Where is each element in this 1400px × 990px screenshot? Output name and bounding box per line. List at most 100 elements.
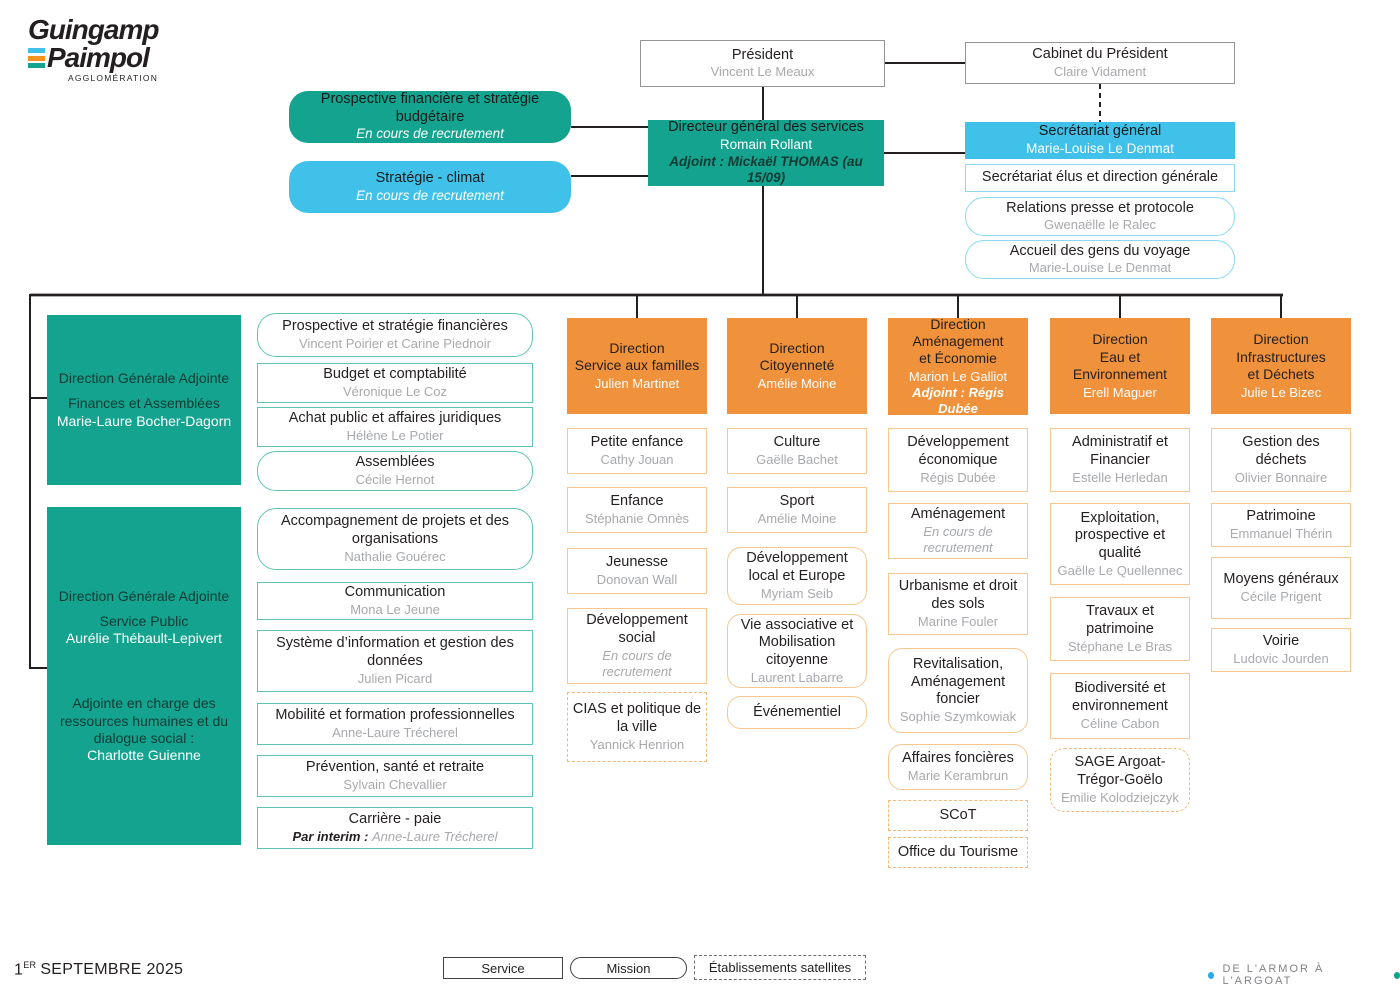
box-subtitle: Service Public xyxy=(99,613,189,630)
logo-bars-icon xyxy=(28,48,45,68)
org-box: Patrimoine Emmanuel Thérin xyxy=(1211,503,1351,547)
legend-satellites: Établissements satellites xyxy=(694,955,866,980)
org-box: Urbanisme et droit des sols Marine Foule… xyxy=(888,573,1028,635)
box-name: Marie-Louise Le Denmat xyxy=(1026,141,1174,157)
org-box: Moyens généraux Cécile Prigent xyxy=(1211,557,1351,619)
box-name: Aurélie Thébault-Lepivert xyxy=(65,630,223,647)
gens-du-voyage-box: Accueil des gens du voyage Marie-Louise … xyxy=(965,240,1235,279)
cabinet-box: Cabinet du Président Claire Vidament xyxy=(965,42,1235,84)
org-box: Voirie Ludovic Jourden xyxy=(1211,628,1351,672)
box-title: Stratégie - climat xyxy=(375,169,485,186)
president-box: Président Vincent Le Meaux xyxy=(640,40,885,87)
dga-service-public-box: Direction Générale Adjointe Service Publ… xyxy=(47,507,241,845)
satellite-box: SCoT xyxy=(888,800,1028,831)
org-box: Carrière - paie Par interim : Anne-Laure… xyxy=(257,807,533,849)
org-box: Développement économique Régis Dubée xyxy=(888,428,1028,492)
box-name: Nathalie Gouérec xyxy=(344,548,446,564)
box-subtitle: Finances et Assemblées xyxy=(68,395,220,412)
box-extra: Adjointe en charge des ressources humain… xyxy=(59,695,229,746)
box-title: Carrière - paie xyxy=(348,811,442,828)
org-box: Développement local et Europe Myriam Sei… xyxy=(727,547,867,605)
box-title: Secrétariat élus et direction générale xyxy=(981,169,1219,186)
box-title: Budget et comptabilité xyxy=(323,366,467,383)
box-name: Hélène Le Potier xyxy=(346,427,444,443)
box-title: Direction Générale Adjointe xyxy=(58,588,230,605)
org-box: Culture Gaëlle Bachet xyxy=(727,428,867,474)
org-box: Biodiversité et environnement Céline Cab… xyxy=(1050,673,1190,739)
org-box: Petite enfance Cathy Jouan xyxy=(567,428,707,474)
box-adjoint: Adjoint : Mickaël THOMAS (au 15/09) xyxy=(669,153,863,186)
secretariat-elus-box: Secrétariat élus et direction générale xyxy=(965,164,1235,192)
org-box: Gestion des déchets Olivier Bonnaire xyxy=(1211,428,1351,492)
mission-strategie-climat: Stratégie - climat En cours de recruteme… xyxy=(289,161,571,213)
box-name: Cécile Hernot xyxy=(355,471,435,487)
box-name: Vincent Poirier et Carine Piednoir xyxy=(299,335,491,351)
box-title: Mobilité et formation professionnelles xyxy=(275,707,515,724)
mission-prospective-financiere: Prospective financière et stratégie budg… xyxy=(289,91,571,143)
dot-blue-icon xyxy=(1208,971,1215,979)
box-name: Anne-Laure Trécherel xyxy=(332,724,458,740)
box-name: Marie-Louise Le Denmat xyxy=(1028,260,1172,276)
box-title: Direction Générale Adjointe xyxy=(58,370,230,387)
org-box: Sport Amélie Moine xyxy=(727,487,867,533)
logo-word-paimpol: Paimpol xyxy=(47,42,150,73)
box-title: Prospective et stratégie financières xyxy=(282,318,508,335)
org-box: Achat public et affaires juridiques Hélè… xyxy=(257,407,533,447)
legend-mission: Mission xyxy=(570,957,687,979)
org-box: Assemblées Cécile Hernot xyxy=(257,451,533,491)
box-title: Président xyxy=(731,46,794,63)
org-box: Vie associative et Mobilisation citoyenn… xyxy=(727,614,867,688)
direction-citoyennete-header: Direction Citoyenneté Amélie Moine xyxy=(727,318,867,414)
tagline: DE L'ARMOR À L'ARGOAT xyxy=(1208,963,1400,987)
box-title: Assemblées xyxy=(355,454,435,471)
box-title: Accueil des gens du voyage xyxy=(1009,242,1191,259)
org-box: Prévention, santé et retraite Sylvain Ch… xyxy=(257,755,533,797)
logo-word-guingamp: Guingamp xyxy=(28,14,159,45)
box-title: Achat public et affaires juridiques xyxy=(288,410,502,427)
secretariat-general-box: Secrétariat général Marie-Louise Le Denm… xyxy=(965,122,1235,159)
org-box: Travaux et patrimoine Stéphane Le Bras xyxy=(1050,597,1190,661)
box-name: Marie-Laure Bocher-Dagorn xyxy=(56,412,232,429)
org-box: Accompagnement de projets et des organis… xyxy=(257,508,533,570)
direction-amenagement-header: Direction Aménagement et Économie Marion… xyxy=(888,316,1028,416)
logo-subtitle: AGGLOMÉRATION xyxy=(68,73,159,83)
satellite-box: SAGE Argoat-Trégor-Goëlo Emilie Kolodzie… xyxy=(1050,748,1190,812)
org-box: Système d’information et gestion des don… xyxy=(257,630,533,692)
satellite-box: CIAS et politique de la ville Yannick He… xyxy=(567,692,707,762)
dot-teal-icon xyxy=(1393,971,1400,979)
box-title: Communication xyxy=(344,584,446,601)
box-status: En cours de recrutement xyxy=(356,126,504,142)
org-box: Mobilité et formation professionnelles A… xyxy=(257,703,533,745)
org-box: Jeunesse Donovan Wall xyxy=(567,548,707,594)
direction-eau-header: Direction Eau et Environnement Erell Mag… xyxy=(1050,318,1190,414)
org-box: Budget et comptabilité Véronique Le Coz xyxy=(257,363,533,403)
org-box: Administratif et Financier Estelle Herle… xyxy=(1050,428,1190,492)
box-title: Accompagnement de projets et des organis… xyxy=(280,513,510,548)
legend-service: Service xyxy=(443,957,563,979)
box-name: Gwenaëlle le Ralec xyxy=(1043,217,1156,233)
direction-familles-header: Direction Service aux familles Julien Ma… xyxy=(567,318,707,414)
box-name: Julien Picard xyxy=(357,670,433,686)
org-box: Communication Mona Le Jeune xyxy=(257,582,533,620)
box-name: Sylvain Chevallier xyxy=(343,776,447,792)
org-box: Aménagement En cours de recrutement xyxy=(888,503,1028,559)
dga-finances-box: Direction Générale Adjointe Finances et … xyxy=(47,315,241,485)
box-name: Véronique Le Coz xyxy=(342,383,448,399)
org-box: Événementiel xyxy=(727,696,867,729)
box-title: Secrétariat général xyxy=(1038,123,1162,140)
relations-presse-box: Relations presse et protocole Gwenaëlle … xyxy=(965,197,1235,236)
dgs-box: Directeur général des services Romain Ro… xyxy=(648,119,884,186)
box-name: Vincent Le Meaux xyxy=(710,64,815,80)
box-name: Claire Vidament xyxy=(1053,63,1147,79)
org-box: Revitalisation, Aménagement foncier Soph… xyxy=(888,648,1028,733)
box-name: Par interim : Anne-Laure Trécherel xyxy=(292,828,498,844)
org-box: Enfance Stéphanie Omnès xyxy=(567,487,707,533)
org-box: Prospective et stratégie financières Vin… xyxy=(257,313,533,357)
box-title: Prospective financière et stratégie budg… xyxy=(320,91,540,125)
box-name: Romain Rollant xyxy=(719,137,813,153)
org-box: Affaires foncières Marie Kerambrun xyxy=(888,744,1028,790)
box-title: Système d’information et gestion des don… xyxy=(276,635,514,670)
box-status: En cours de recrutement xyxy=(356,187,504,203)
